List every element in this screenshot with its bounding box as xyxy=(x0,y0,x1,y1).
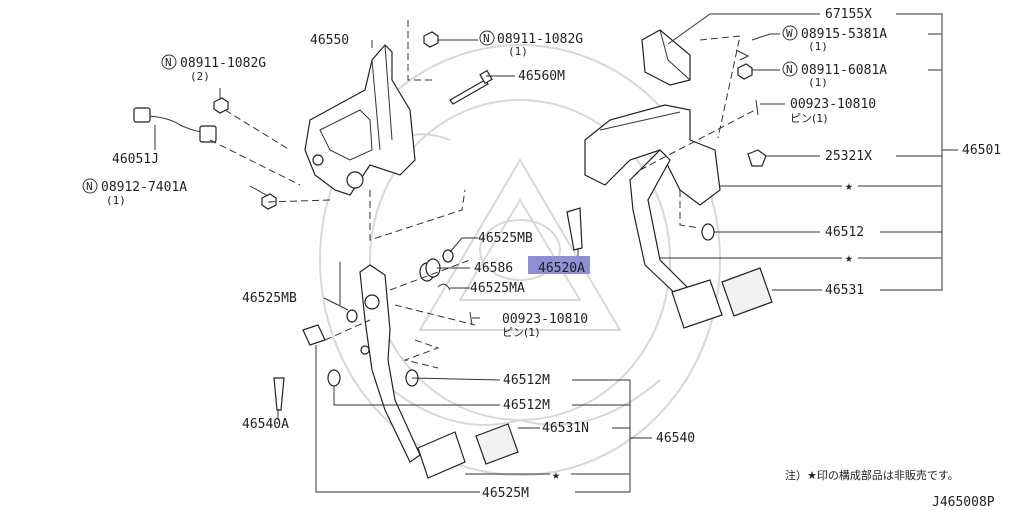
label-08911-1082G-top: 08911-1082G xyxy=(497,32,583,47)
label-25321X: 25321X xyxy=(825,149,872,164)
circle-w-badge xyxy=(782,25,798,41)
qty-08915-5381A: (1) xyxy=(808,40,828,53)
nut-08911-1082G-top xyxy=(423,31,439,48)
highlight-46520A xyxy=(528,256,590,274)
bracket-46550 xyxy=(304,44,416,196)
bracket-46501 xyxy=(584,104,721,206)
label-46525MA: 46525MA xyxy=(470,281,525,296)
stopper-bracket xyxy=(302,324,326,346)
label-67155X: 67155X xyxy=(825,7,872,22)
circle-n-badge xyxy=(82,178,98,194)
stopper-46512 xyxy=(701,223,715,241)
nut-08911-6081A xyxy=(737,63,753,80)
bolt-46560M xyxy=(449,69,493,105)
dash-line xyxy=(389,259,471,291)
pedal-arm-46501 xyxy=(629,149,691,299)
label-46512: 46512 xyxy=(825,225,864,240)
dash-line xyxy=(394,304,476,326)
qty-08912-7401A: (1) xyxy=(106,194,126,207)
label-46512M-b: 46512M xyxy=(503,398,550,413)
label-46525M: 46525M xyxy=(482,486,529,501)
sub-00923-10810-a: ピン(1) xyxy=(790,112,828,125)
bushing-46525MB-b xyxy=(346,309,358,323)
watermark-emblem xyxy=(319,44,721,476)
nut-08911-1082G-left xyxy=(213,97,229,114)
circle-n-letter: N xyxy=(483,32,490,45)
circle-n-badge xyxy=(161,54,177,70)
dash-line xyxy=(324,319,371,341)
label-46525MB-a: 46525MB xyxy=(478,231,533,246)
pedal-arm-46540 xyxy=(339,262,421,463)
pad-46540 xyxy=(417,431,466,479)
qty-08911-6081A: (1) xyxy=(808,76,828,89)
dash-line xyxy=(403,339,440,369)
clip-08915-5381A xyxy=(735,49,750,61)
label-46520A: 46520A xyxy=(538,261,585,276)
switch-46051J xyxy=(133,107,217,143)
circle-n-letter: N xyxy=(786,63,793,76)
label-08912-7401A: 08912-7401A xyxy=(101,180,187,195)
leader-lines xyxy=(154,13,958,493)
dash-line xyxy=(369,189,466,241)
circle-n-badge xyxy=(479,30,495,46)
circle-n-badge xyxy=(782,61,798,77)
bushing-46525MB xyxy=(442,249,454,263)
label-46560M: 46560M xyxy=(518,69,565,84)
label-00923-10810-a: 00923-10810 xyxy=(790,97,876,112)
note-not-for-sale: 注）★印の構成部品は非販売です。 xyxy=(785,468,959,482)
circle-n-letter: N xyxy=(165,56,172,69)
bolt-46540A xyxy=(273,377,285,411)
sub-00923-10810-b: ピン(1) xyxy=(502,326,540,339)
label-00923-10810-b: 00923-10810 xyxy=(502,312,588,327)
label-46540: 46540 xyxy=(656,431,695,446)
star-marker-46540: ★ xyxy=(552,468,560,483)
circle-n-letter: N xyxy=(86,180,93,193)
pin-00923-10810-b xyxy=(469,311,473,326)
dash-line xyxy=(407,20,432,81)
label-08911-6081A: 08911-6081A xyxy=(801,63,887,78)
dash-line xyxy=(679,190,701,229)
pad-46501 xyxy=(671,279,723,329)
dash-line xyxy=(267,199,331,203)
diagram-code: J465008P xyxy=(932,495,995,510)
label-08911-1082G-left: 08911-1082G xyxy=(180,56,266,71)
label-46501: 46501 xyxy=(962,143,1001,158)
switch-25321X xyxy=(747,149,767,167)
pad-cover-46531N xyxy=(475,423,519,465)
label-46531: 46531 xyxy=(825,283,864,298)
label-46525MB-b: 46525MB xyxy=(242,291,297,306)
qty-08911-1082G-left: (2) xyxy=(190,70,210,83)
star-marker-46501-b: ★ xyxy=(845,251,853,266)
label-46051J: 46051J xyxy=(112,152,159,167)
label-08915-5381A: 08915-5381A xyxy=(801,27,887,42)
clip-46525MA xyxy=(437,283,451,291)
dash-line xyxy=(224,109,291,151)
label-46540A: 46540A xyxy=(242,417,289,432)
bracket-67155X xyxy=(641,29,691,86)
label-46531N: 46531N xyxy=(542,421,589,436)
circle-w-letter: W xyxy=(786,27,793,40)
pin-00923-10810-a xyxy=(755,99,759,116)
dash-line xyxy=(209,139,301,186)
label-46586: 46586 xyxy=(474,261,513,276)
label-46512M-a: 46512M xyxy=(503,373,550,388)
qty-08911-1082G-top: (1) xyxy=(508,45,528,58)
dash-line xyxy=(699,35,741,139)
star-marker-46501-a: ★ xyxy=(845,179,853,194)
pad-cover-46531 xyxy=(721,267,773,317)
label-46550: 46550 xyxy=(310,33,349,48)
bolt-46520A xyxy=(566,207,583,251)
